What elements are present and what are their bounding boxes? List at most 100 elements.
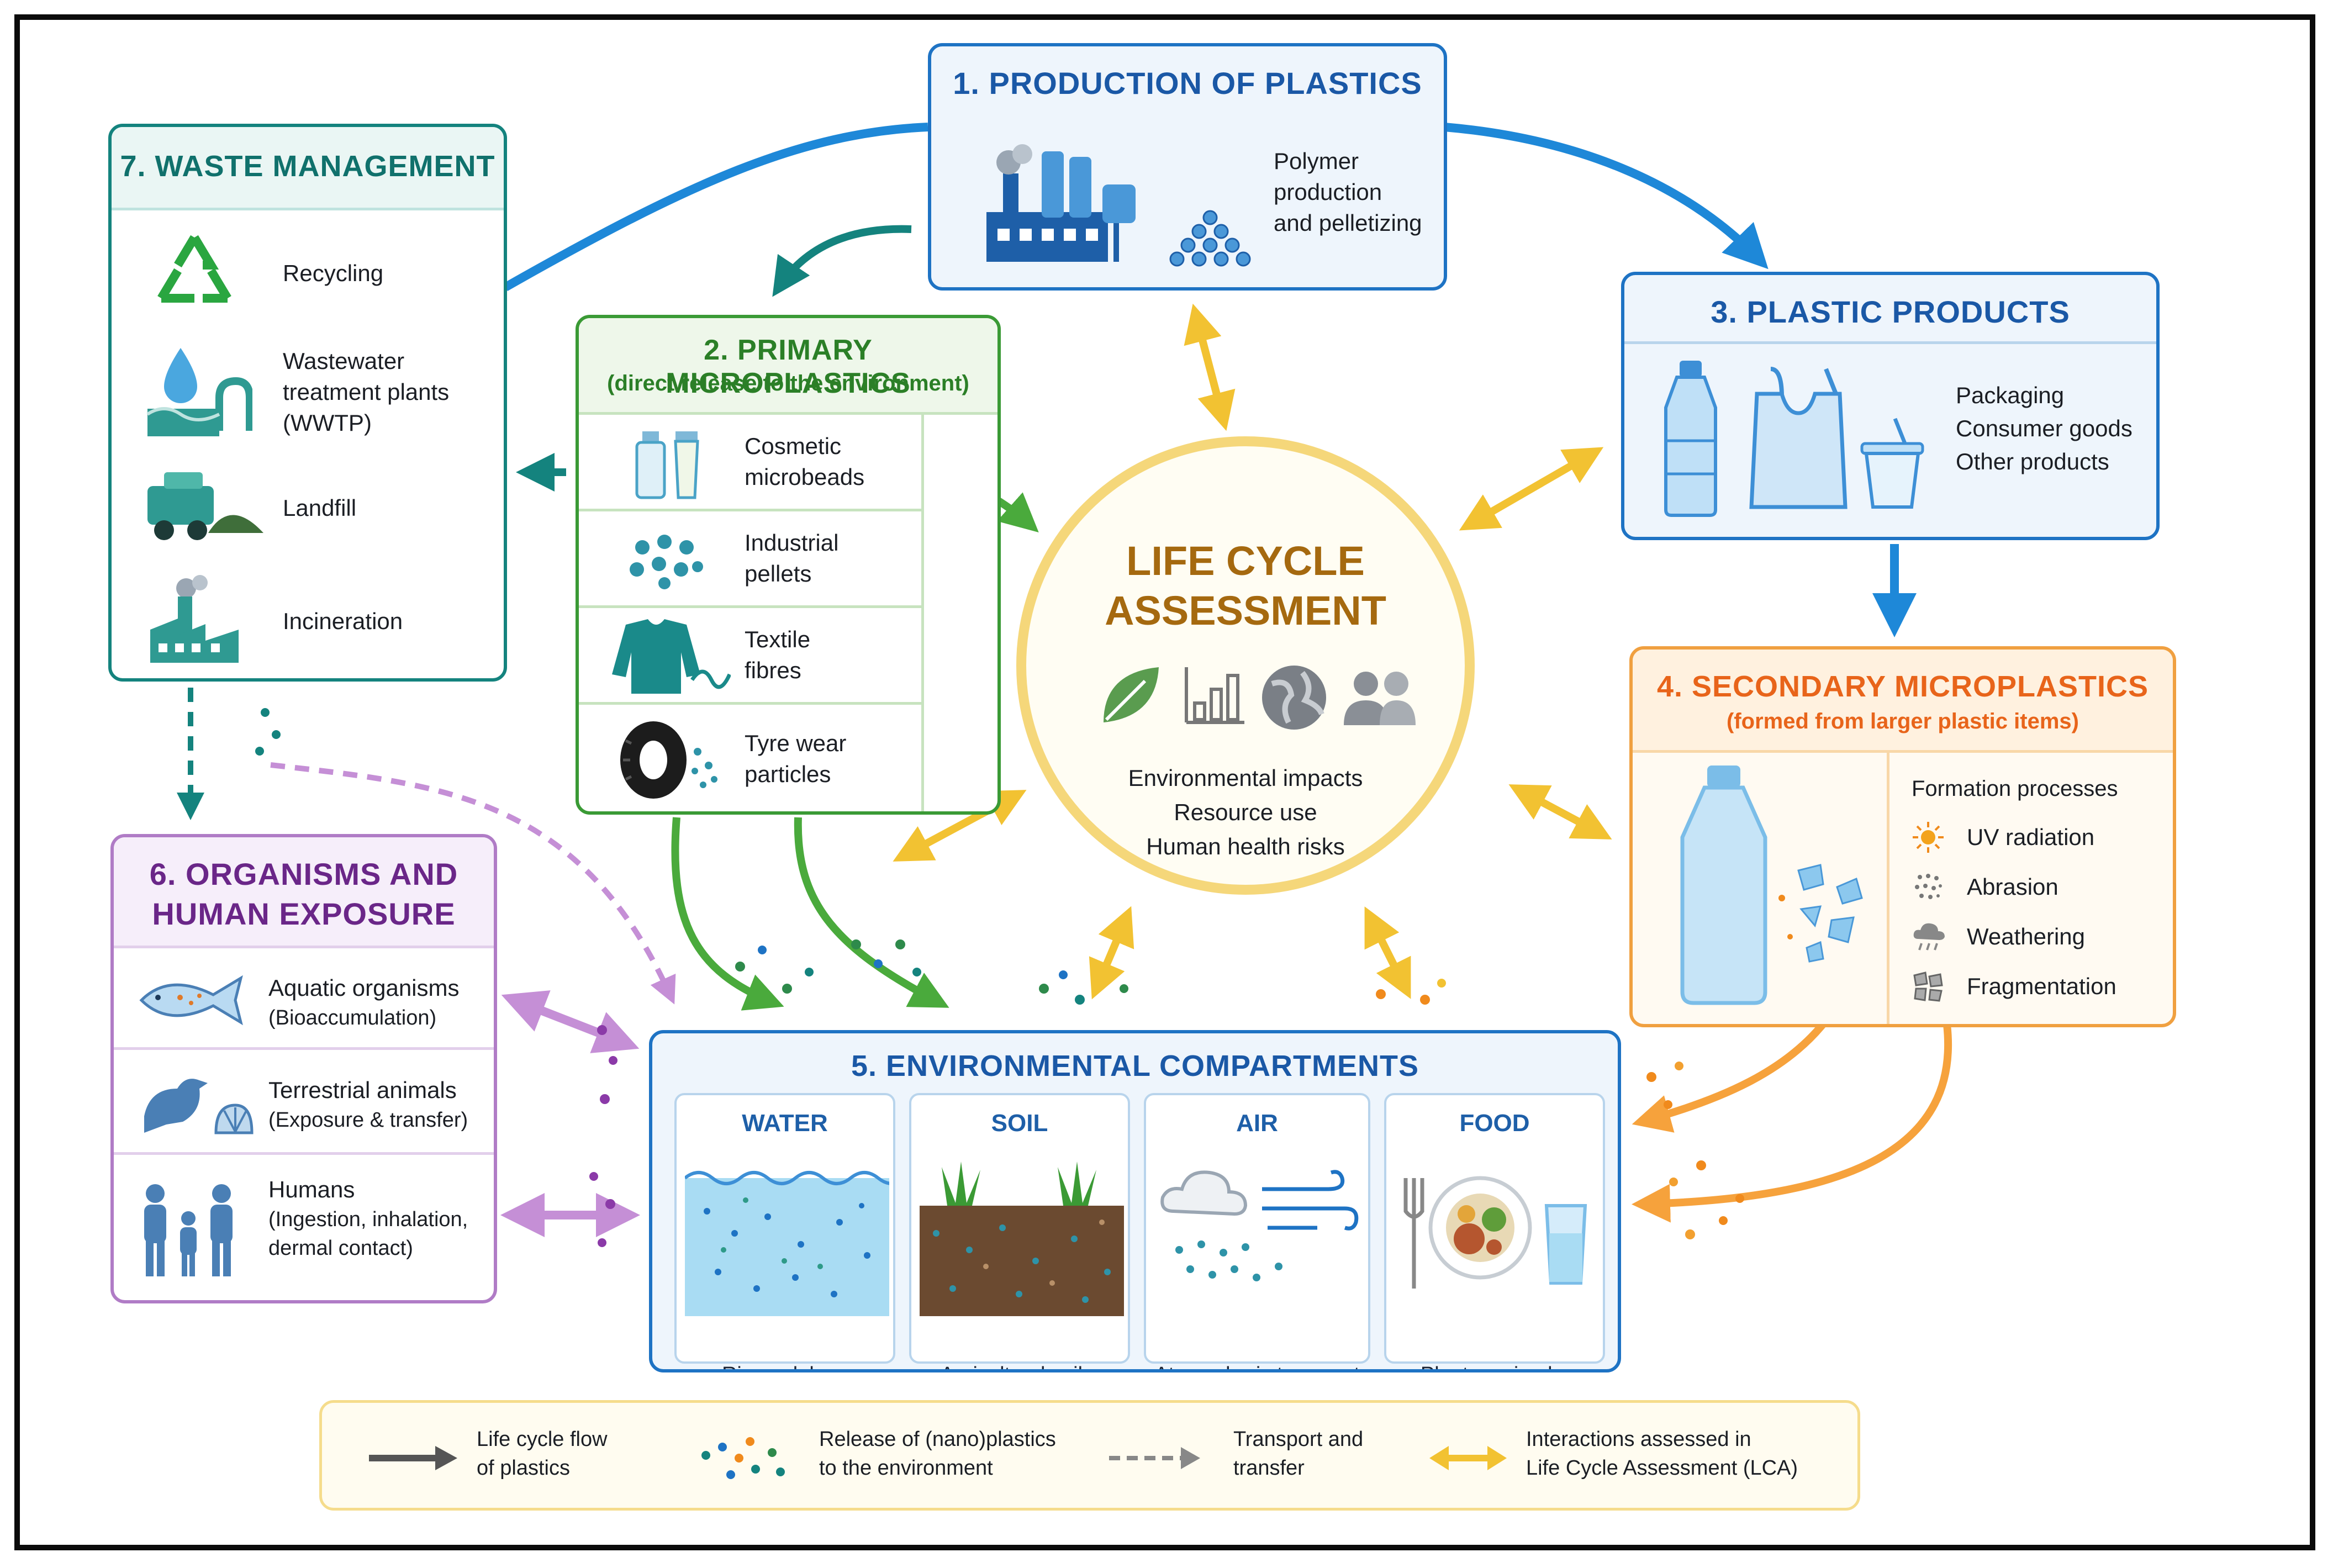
family-icon <box>144 1184 233 1276</box>
primary-item: Textile fibres <box>579 608 921 705</box>
compartment-text: Rivers, lakes, seas, oceans, groundwater <box>677 1360 893 1369</box>
organisms-item-label: Aquatic organisms <box>268 975 460 1001</box>
organisms-box: 6. ORGANISMS AND HUMAN EXPOSURE Aquatic … <box>110 834 497 1303</box>
primary-item-label: Industrial pellets <box>745 530 839 587</box>
primary-list: Cosmetic microbeads Industrial pellets T… <box>579 415 924 811</box>
secondary-process: Abrasion <box>1912 865 2166 909</box>
organisms-title-line1: 6. ORGANISMS AND <box>149 857 458 891</box>
secondary-process-label: UV radiation <box>1967 824 2095 850</box>
secondary-column-divider <box>1887 750 1889 1024</box>
organisms-item-text: Aquatic organisms (Bioaccumulation) <box>268 973 460 1032</box>
production-box: 1. PRODUCTION OF PLASTICS Polymer produc… <box>928 43 1447 291</box>
water-icon <box>685 1171 889 1316</box>
organisms-item-detail: (Bioaccumulation) <box>268 1006 437 1030</box>
fragments-icon <box>1913 972 1943 1002</box>
people-icon <box>1344 672 1416 725</box>
pellets-icon <box>630 535 703 589</box>
primary-item: Cosmetic microbeads <box>579 415 921 511</box>
lca-lines: Environmental impacts Resource use Human… <box>1026 761 1465 864</box>
secondary-header <box>1633 650 2173 750</box>
organisms-item-detail: (Exposure & transfer) <box>268 1108 468 1132</box>
waste-item-landfill: Landfill <box>112 458 504 558</box>
legend-label: Transport and transfer <box>1233 1428 1364 1480</box>
compartment-name: AIR <box>1236 1110 1278 1137</box>
lca-circle: LIFE CYCLE ASSESSMENT Environmental impa… <box>1016 436 1475 895</box>
lca-title-line1: LIFE CYCLE <box>1126 538 1365 584</box>
products-item: Other products <box>1956 448 2109 474</box>
waste-item-recycling: Recycling <box>112 221 504 326</box>
compartment-text: Agricultural soils, forest soils, sedime… <box>911 1360 1128 1369</box>
legend-item: Transport and transfer <box>1106 1425 1416 1491</box>
compartment-name: FOOD <box>1459 1110 1530 1137</box>
organisms-item-label: Terrestrial animals <box>268 1077 457 1103</box>
waste-title: 7. WASTE MANAGEMENT <box>112 127 504 208</box>
legend-label: Release of (nano)plastics to the environ… <box>819 1428 1056 1480</box>
primary-item: Industrial pellets <box>579 511 921 608</box>
legend-item: Release of (nano)plastics to the environ… <box>698 1425 1095 1491</box>
plastic-bag-icon <box>1749 367 1848 509</box>
legend-box: Life cycle flow of plastics Release of (… <box>319 1400 1860 1511</box>
products-title: 3. PLASTIC PRODUCTS <box>1711 294 2070 329</box>
primary-item-label: Tyre wear particles <box>745 730 847 787</box>
leaf-icon <box>1104 667 1159 722</box>
secondary-process-label: Abrasion <box>1967 874 2058 900</box>
wwtp-icon <box>146 348 252 436</box>
primary-divider <box>579 412 997 415</box>
recycle-icon <box>157 235 231 303</box>
waste-item-label: Incineration <box>283 608 403 634</box>
sun-icon <box>1913 822 1944 853</box>
compartment-air: AIR Atmospheric transport and deposition <box>1144 1093 1370 1369</box>
compartment-name: WATER <box>742 1110 828 1137</box>
food-plate-icon <box>1403 1176 1587 1289</box>
waste-item-label: Wastewater treatment plants (WWTP) <box>283 348 450 436</box>
incinerator-icon <box>150 575 239 663</box>
compartment-text: Plants, animals, seafood, salt, drinking… <box>1386 1360 1603 1369</box>
products-divider <box>1624 341 2156 344</box>
organisms-item-humans: Humans (Ingestion, inhalation, dermal co… <box>114 1158 494 1300</box>
pellets-icon <box>1169 210 1251 267</box>
production-title: 1. PRODUCTION OF PLASTICS <box>953 66 1422 101</box>
lca-line: Environmental impacts <box>1128 765 1363 791</box>
products-item: Consumer goods <box>1956 415 2133 441</box>
secondary-processes-title: Formation processes <box>1912 777 2118 801</box>
legend-label: Life cycle flow of plastics <box>477 1428 608 1480</box>
primary-item: Tyre wear particles <box>579 705 921 811</box>
waste-item-label: Recycling <box>283 260 384 286</box>
primary-header <box>579 318 997 412</box>
primary-box: 2. PRIMARY MICROPLASTICS (direct release… <box>576 315 1001 815</box>
secondary-process: Fragmentation <box>1912 964 2166 1009</box>
landfill-truck-icon <box>147 472 263 540</box>
sweater-icon <box>612 619 731 694</box>
organisms-item-text: Humans (Ingestion, inhalation, dermal co… <box>268 1174 468 1263</box>
products-item: Packaging <box>1956 382 2065 408</box>
environment-title: 5. ENVIRONMENTAL COMPARTMENTS <box>851 1049 1419 1083</box>
organisms-item-detail: (Ingestion, inhalation, dermal contact) <box>268 1208 468 1260</box>
waste-item-wwtp: Wastewater treatment plants (WWTP) <box>112 337 504 447</box>
organisms-header <box>114 837 494 948</box>
globe-icon <box>1262 666 1326 730</box>
primary-title: 2. PRIMARY MICROPLASTICS <box>666 334 911 399</box>
tyre-icon <box>620 721 717 799</box>
secondary-process-label: Weathering <box>1967 923 2086 949</box>
dots-icon <box>701 1437 785 1479</box>
bird-icon <box>144 1079 254 1134</box>
organisms-item-aquatic: Aquatic organisms (Bioaccumulation) <box>114 951 494 1050</box>
production-text: Polymer production and pelletizing <box>1274 148 1422 236</box>
particle-dots-group <box>255 708 1744 1247</box>
abrasion-icon <box>1915 874 1942 899</box>
products-box: 3. PLASTIC PRODUCTS Packaging Consumer g… <box>1621 272 2160 540</box>
bar-chart-icon <box>1185 667 1244 724</box>
legend-item: Life cycle flow of plastics <box>366 1425 698 1491</box>
compartment-name: SOIL <box>991 1110 1048 1137</box>
primary-item-label: Textile fibres <box>745 626 811 683</box>
organisms-item-terrestrial: Terrestrial animals (Exposure & transfer… <box>114 1053 494 1155</box>
secondary-process: UV radiation <box>1912 815 2166 859</box>
organisms-item-text: Terrestrial animals (Exposure & transfer… <box>268 1075 468 1134</box>
lca-line: Human health risks <box>1146 833 1345 859</box>
secondary-divider <box>1633 750 2173 753</box>
legend-label: Interactions assessed in Life Cycle Asse… <box>1526 1428 1798 1480</box>
organisms-title-line2: HUMAN EXPOSURE <box>152 896 456 931</box>
secondary-process-label: Fragmentation <box>1967 973 2116 999</box>
secondary-process: Weathering <box>1912 915 2166 959</box>
